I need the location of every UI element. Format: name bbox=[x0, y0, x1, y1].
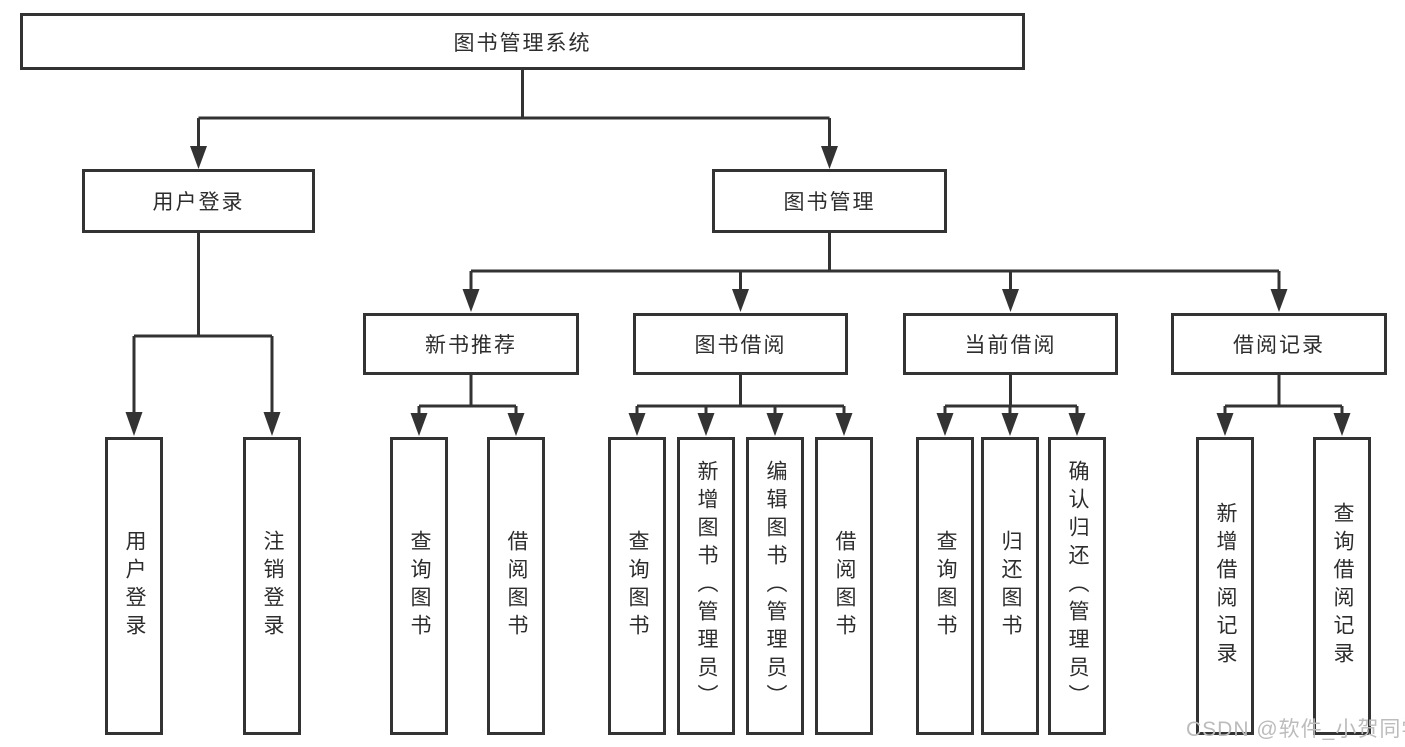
leaf-current-return-book: 归还图书 bbox=[981, 437, 1039, 735]
node-current-borrow: 当前借阅 bbox=[903, 313, 1118, 375]
leaf-current-query-book: 查询图书 bbox=[916, 437, 974, 735]
node-book-borrow: 图书借阅 bbox=[633, 313, 848, 375]
leaf-record-query-borrow-record: 查询借阅记录 bbox=[1313, 437, 1371, 735]
node-book-management: 图书管理 bbox=[712, 169, 947, 233]
node-user-login: 用户登录 bbox=[82, 169, 315, 233]
leaf-borrow-add-book-admin: 新增图书（管理员） bbox=[677, 437, 735, 735]
csdn-watermark: CSDN @软件_小贺同学 bbox=[1186, 718, 1405, 741]
node-new-book-recommend: 新书推荐 bbox=[363, 313, 579, 375]
node-book-management-system: 图书管理系统 bbox=[20, 13, 1025, 70]
leaf-user-login: 用户登录 bbox=[105, 437, 163, 735]
leaf-borrow-edit-book-admin: 编辑图书（管理员） bbox=[746, 437, 804, 735]
leaf-borrow-borrow-book: 借阅图书 bbox=[815, 437, 873, 735]
leaf-newbook-borrow-book: 借阅图书 bbox=[487, 437, 545, 735]
node-borrow-record: 借阅记录 bbox=[1171, 313, 1387, 375]
leaf-newbook-query-book: 查询图书 bbox=[390, 437, 448, 735]
leaf-record-add-borrow-record: 新增借阅记录 bbox=[1196, 437, 1254, 735]
leaf-current-confirm-return-admin: 确认归还（管理员） bbox=[1048, 437, 1106, 735]
leaf-logout: 注销登录 bbox=[243, 437, 301, 735]
leaf-borrow-query-book: 查询图书 bbox=[608, 437, 666, 735]
